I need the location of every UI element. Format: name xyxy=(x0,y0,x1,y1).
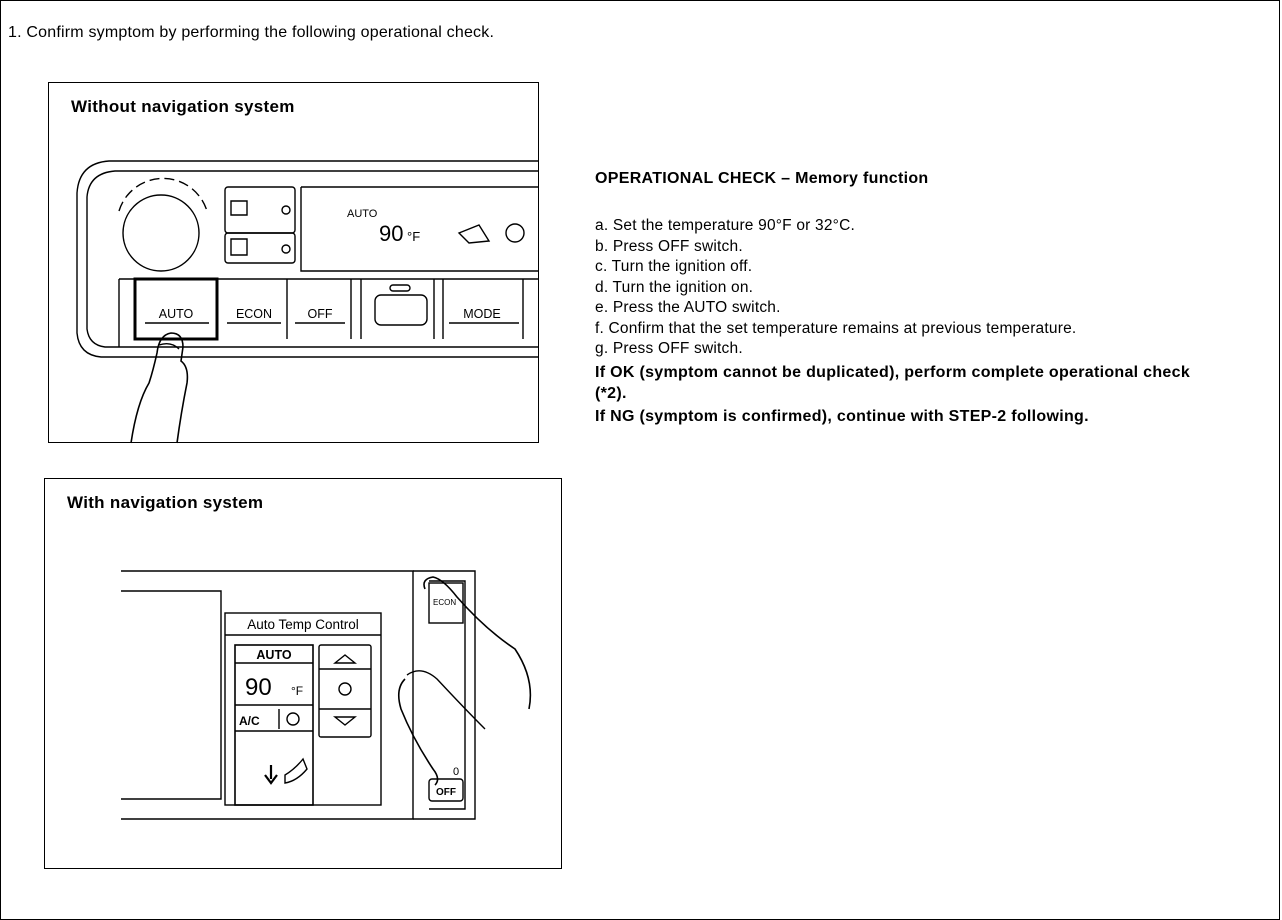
navigation-panel-illustration: Auto Temp Control AUTO 90 °F A/C ECON 0 … xyxy=(121,570,532,820)
with-navigation-figure: Auto Temp Control AUTO 90 °F A/C ECON 0 … xyxy=(44,478,562,869)
check-step: b. Press OFF switch. xyxy=(595,237,743,255)
check-step: d. Turn the ignition on. xyxy=(595,278,754,296)
check-step: f. Confirm that the set temperature rema… xyxy=(595,319,1077,337)
ac-label: A/C xyxy=(239,714,260,728)
check-step: a. Set the temperature 90°F or 32°C. xyxy=(595,217,855,234)
screen-unit: °F xyxy=(291,684,303,698)
display-auto-text: AUTO xyxy=(347,208,378,220)
temperature-knob-icon xyxy=(122,194,200,272)
screen-temperature: 90 xyxy=(245,674,272,701)
off-button-label: OFF xyxy=(308,307,333,321)
check-step: c. Turn the ignition off. xyxy=(595,258,753,275)
recirculation-icon xyxy=(374,294,428,326)
screen-title: Auto Temp Control xyxy=(247,617,359,632)
figure-title: Without navigation system xyxy=(71,97,295,116)
check-step: e. Press the AUTO switch. xyxy=(595,299,781,316)
operational-check-section: OPERATIONAL CHECK – Memory function a. S… xyxy=(595,170,1275,427)
without-navigation-figure: AUTO 90 °F AUTO ECON OFF MODE Without na… xyxy=(48,82,539,444)
mode-button-label: MODE xyxy=(463,307,501,321)
figure-title: With navigation system xyxy=(67,493,264,512)
result-ok-text: If OK (symptom cannot be duplicated), pe… xyxy=(595,363,1191,402)
auto-button xyxy=(133,277,219,341)
display-temperature: 90 xyxy=(379,221,403,246)
off-button xyxy=(428,778,464,802)
result-ng-text: If NG (symptom is confirmed), continue w… xyxy=(595,407,1089,425)
airflow-mode-icon xyxy=(264,765,278,785)
rear-defrost-icon xyxy=(230,238,248,256)
display-unit: °F xyxy=(407,229,420,244)
check-steps-list: a. Set the temperature 90°F or 32°C. b. … xyxy=(595,216,1275,360)
screen-auto-label: AUTO xyxy=(256,648,291,662)
temp-down-arrow-icon xyxy=(333,716,357,726)
check-step: g. Press OFF switch. xyxy=(595,340,743,357)
vent-mode-icon xyxy=(457,224,491,244)
step-instruction: 1. Confirm symptom by performing the fol… xyxy=(8,24,495,41)
operational-check-title: OPERATIONAL CHECK – Memory function xyxy=(595,170,929,187)
off-button-label: OFF xyxy=(436,787,456,798)
fan-icon xyxy=(286,712,300,726)
control-panel-illustration: AUTO 90 °F AUTO ECON OFF MODE xyxy=(76,160,538,444)
auto-button-label: AUTO xyxy=(159,307,194,321)
econ-label: ECON xyxy=(433,598,456,607)
temp-up-arrow-icon xyxy=(333,654,357,664)
front-defrost-icon xyxy=(230,200,248,216)
side-digit: 0 xyxy=(453,766,459,778)
pointing-finger-icon xyxy=(130,332,189,444)
pointing-hand-icon xyxy=(397,576,532,786)
fan-speed-icon xyxy=(338,682,352,696)
econ-button-label: ECON xyxy=(236,307,272,321)
